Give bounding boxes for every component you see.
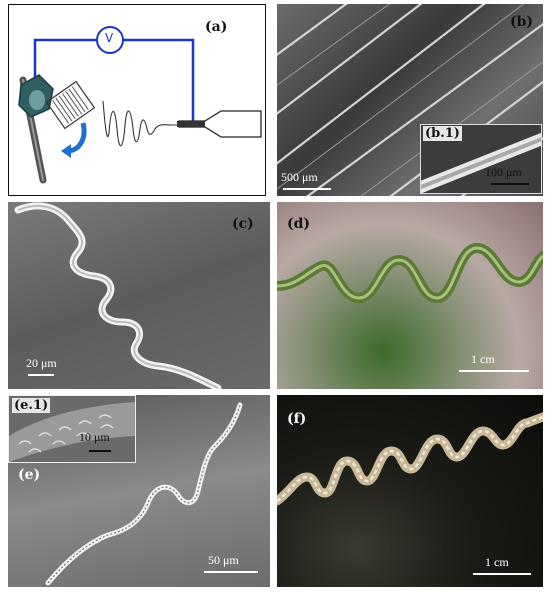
panel-d-scale-bar — [459, 370, 529, 372]
electrospinning-setup-diagram — [18, 26, 262, 184]
panel-e-scale-bar — [204, 571, 258, 573]
needle-icon — [177, 121, 205, 127]
panel-e1-inset: (e.1) 10 μm — [8, 395, 136, 463]
panel-e1-label: (e.1) — [12, 398, 51, 413]
panel-c-scale-bar — [28, 374, 54, 376]
panel-c-label: (c) — [232, 216, 254, 232]
panel-f-scale-label: 1 cm — [485, 555, 509, 569]
voltmeter-icon — [96, 26, 124, 54]
circuit-wire-right — [123, 38, 195, 125]
panel-b-sem-image: (b) (b.1) 100 μm 500 μm — [277, 4, 543, 196]
panel-b-label: (b) — [510, 14, 534, 30]
panel-f-scale-bar — [473, 573, 531, 575]
panel-c-scale-label: 20 μm — [26, 356, 57, 370]
panel-f-label: (f) — [287, 411, 307, 427]
fiber-jet-coil — [102, 100, 181, 147]
panel-e1-scale-bar — [89, 450, 111, 452]
panel-b1-scale-bar — [491, 183, 529, 185]
panel-b1-label: (b.1) — [423, 126, 462, 141]
panel-d-scale-label: 1 cm — [471, 352, 495, 366]
panel-f-photo: (f) 1 cm — [277, 395, 543, 587]
panel-e-scale-label: 50 μm — [208, 553, 239, 567]
panel-e-label: (e) — [18, 467, 41, 483]
rotating-spool-icon — [45, 80, 96, 130]
panel-d-photo: (d) 1 cm — [277, 202, 543, 389]
panel-c-sem-image: (c) 20 μm — [8, 202, 270, 389]
circuit-wire-left — [33, 38, 97, 85]
panel-b-scale-label: 500 μm — [281, 170, 318, 184]
panel-b-scale-bar — [283, 188, 331, 190]
panel-a-label: (a) — [205, 19, 228, 35]
voltmeter-label: V — [105, 31, 114, 45]
panel-d-label: (d) — [287, 216, 311, 232]
gold-helical-ribbon — [277, 412, 543, 506]
panel-a-schematic: (a) V — [8, 4, 266, 196]
panel-b1-scale-label: 100 μm — [485, 165, 522, 179]
panel-e-sem-image: (e.1) 10 μm (e) 50 μm — [8, 395, 270, 587]
panel-b1-inset: (b.1) 100 μm — [420, 124, 542, 194]
panel-e1-scale-label: 10 μm — [79, 430, 110, 444]
